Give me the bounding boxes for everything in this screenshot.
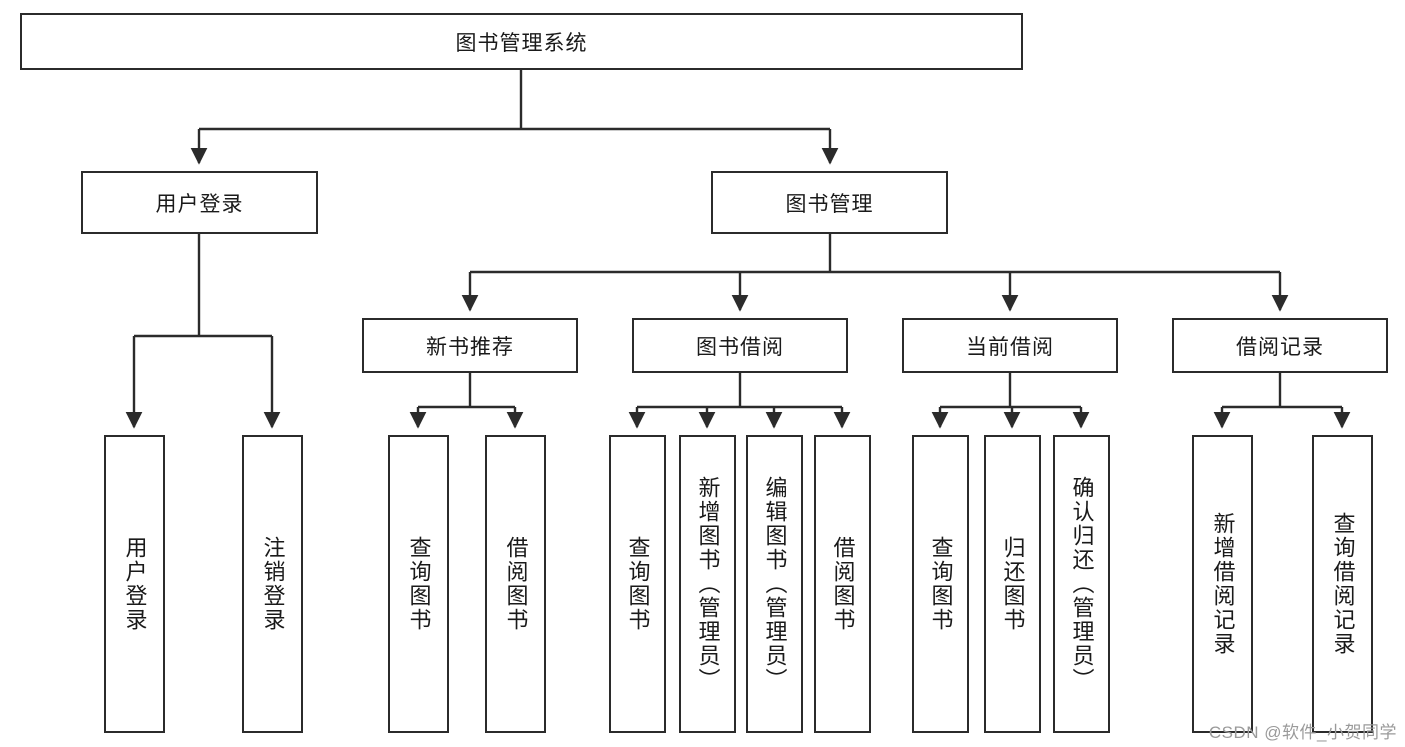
node-leaf-query-borrow-record-label: 查询借阅记录 (1330, 512, 1356, 656)
node-leaf-borrow-book[interactable]: 借阅图书 (814, 435, 871, 733)
node-leaf-borrow-book-label: 借阅图书 (830, 536, 856, 632)
node-leaf-query-book[interactable]: 查询图书 (609, 435, 666, 733)
node-leaf-user-logout[interactable]: 注销登录 (242, 435, 303, 733)
node-current-borrow[interactable]: 当前借阅 (902, 318, 1118, 373)
node-leaf-add-borrow-record-label: 新增借阅记录 (1210, 512, 1236, 656)
node-borrow-record-label: 借阅记录 (1236, 335, 1324, 359)
node-book-borrow[interactable]: 图书借阅 (632, 318, 848, 373)
node-leaf-query-book-label: 查询图书 (625, 536, 651, 632)
node-leaf-query-book-current-label: 查询图书 (928, 536, 954, 632)
node-leaf-confirm-return-admin-label: 确认归还（管理员） (1069, 476, 1095, 692)
node-leaf-borrow-book-recommend-label: 借阅图书 (503, 536, 529, 632)
node-leaf-user-login[interactable]: 用户登录 (104, 435, 165, 733)
node-leaf-query-book-recommend[interactable]: 查询图书 (388, 435, 449, 733)
node-leaf-edit-book-admin[interactable]: 编辑图书（管理员） (746, 435, 803, 733)
node-leaf-add-book-admin-label: 新增图书（管理员） (695, 476, 721, 692)
node-leaf-user-login-label: 用户登录 (122, 536, 148, 632)
node-leaf-confirm-return-admin[interactable]: 确认归还（管理员） (1053, 435, 1110, 733)
node-book-borrow-label: 图书借阅 (696, 335, 784, 359)
node-new-book-recommend-label: 新书推荐 (426, 335, 514, 359)
node-current-borrow-label: 当前借阅 (966, 335, 1054, 359)
node-user-login[interactable]: 用户登录 (81, 171, 318, 234)
node-leaf-query-book-current[interactable]: 查询图书 (912, 435, 969, 733)
node-book-manage[interactable]: 图书管理 (711, 171, 948, 234)
node-leaf-query-book-recommend-label: 查询图书 (406, 536, 432, 632)
node-root-label: 图书管理系统 (455, 31, 588, 55)
node-leaf-edit-book-admin-label: 编辑图书（管理员） (762, 476, 788, 692)
node-root[interactable]: 图书管理系统 (20, 13, 1023, 70)
node-leaf-add-book-admin[interactable]: 新增图书（管理员） (679, 435, 736, 733)
node-leaf-return-book[interactable]: 归还图书 (984, 435, 1041, 733)
node-borrow-record[interactable]: 借阅记录 (1172, 318, 1388, 373)
watermark-text: CSDN @软件_小贺同学 (1208, 723, 1397, 742)
node-leaf-borrow-book-recommend[interactable]: 借阅图书 (485, 435, 546, 733)
node-leaf-user-logout-label: 注销登录 (260, 536, 286, 632)
node-leaf-add-borrow-record[interactable]: 新增借阅记录 (1192, 435, 1253, 733)
node-book-manage-label: 图书管理 (785, 192, 874, 216)
node-user-login-label: 用户登录 (155, 192, 244, 216)
node-leaf-return-book-label: 归还图书 (1000, 536, 1026, 632)
node-leaf-query-borrow-record[interactable]: 查询借阅记录 (1312, 435, 1373, 733)
node-new-book-recommend[interactable]: 新书推荐 (362, 318, 578, 373)
